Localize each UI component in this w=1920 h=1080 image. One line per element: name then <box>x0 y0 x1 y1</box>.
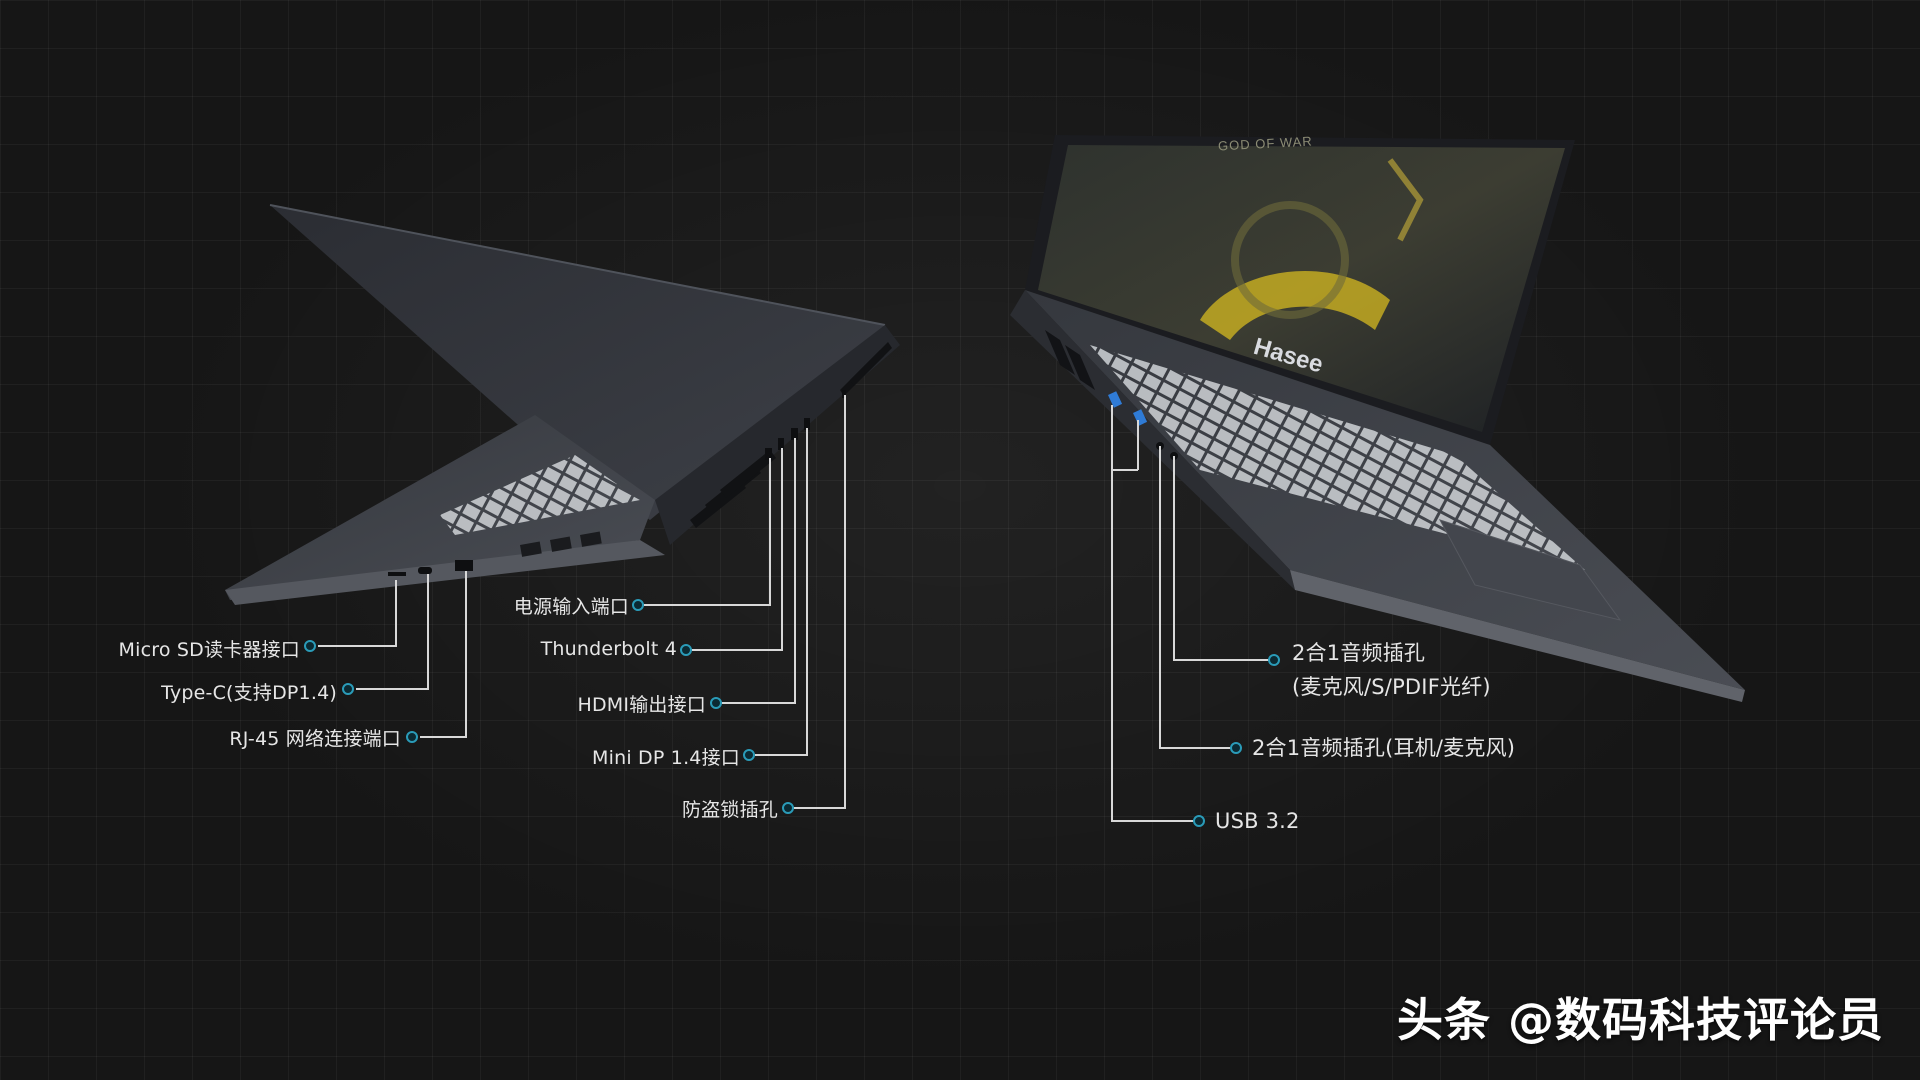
watermark: 头条 @数码科技评论员 <box>1396 993 1884 1047</box>
left-laptop-rear-ports <box>765 390 846 460</box>
micro-sd-port-label: Micro SD读卡器接口 <box>118 639 300 661</box>
security-lock-slot-label: 防盗锁插孔 <box>681 799 778 821</box>
left-laptop-keyboard <box>440 455 640 535</box>
right-laptop-touchpad <box>1438 519 1622 621</box>
audio-combo-optical-title: 2合1音频插孔 <box>1292 641 1426 665</box>
audio-combo-optical-label: 2合1音频插孔 (麦克风/S/PDIF光纤) <box>1292 636 1491 704</box>
callout-dot <box>710 697 722 709</box>
callout-dot <box>1230 742 1242 754</box>
callout-dot <box>406 731 418 743</box>
type-c-port-label: Type-C(支持DP1.4) <box>161 682 337 704</box>
mini-dp-port-label: Mini DP 1.4接口 <box>592 747 740 769</box>
callout-dot <box>632 599 644 611</box>
power-input-port-label: 电源输入端口 <box>513 596 629 618</box>
thunderbolt-port-label: Thunderbolt 4 <box>540 638 677 660</box>
right-laptop-illustration <box>1010 135 1745 702</box>
callout-dot <box>304 640 316 652</box>
callout-dot <box>782 802 794 814</box>
hdmi-port-label: HDMI输出接口 <box>577 694 706 716</box>
right-laptop-side-ports <box>1108 391 1178 460</box>
right-laptop-keyboard <box>1090 345 1585 570</box>
rj45-port-label: RJ-45 网络连接端口 <box>229 728 401 750</box>
callout-dot <box>342 683 354 695</box>
callout-dot <box>680 644 692 656</box>
left-laptop-lid <box>270 205 885 520</box>
audio-combo-headset-label: 2合1音频插孔(耳机/麦克风) <box>1252 736 1516 760</box>
usb-port-label: USB 3.2 <box>1215 809 1300 833</box>
left-laptop-hinge <box>655 325 900 545</box>
left-laptop-illustration <box>225 204 900 605</box>
left-laptop-rear-vents <box>690 342 892 528</box>
callout-lines <box>318 395 1270 822</box>
left-laptop-side-ports <box>388 560 473 576</box>
callout-dot <box>743 749 755 761</box>
callout-dot <box>1268 654 1280 666</box>
left-laptop-base <box>225 415 655 600</box>
audio-combo-optical-subtitle: (麦克风/S/PDIF光纤) <box>1292 675 1491 699</box>
callout-dot <box>1193 815 1205 827</box>
